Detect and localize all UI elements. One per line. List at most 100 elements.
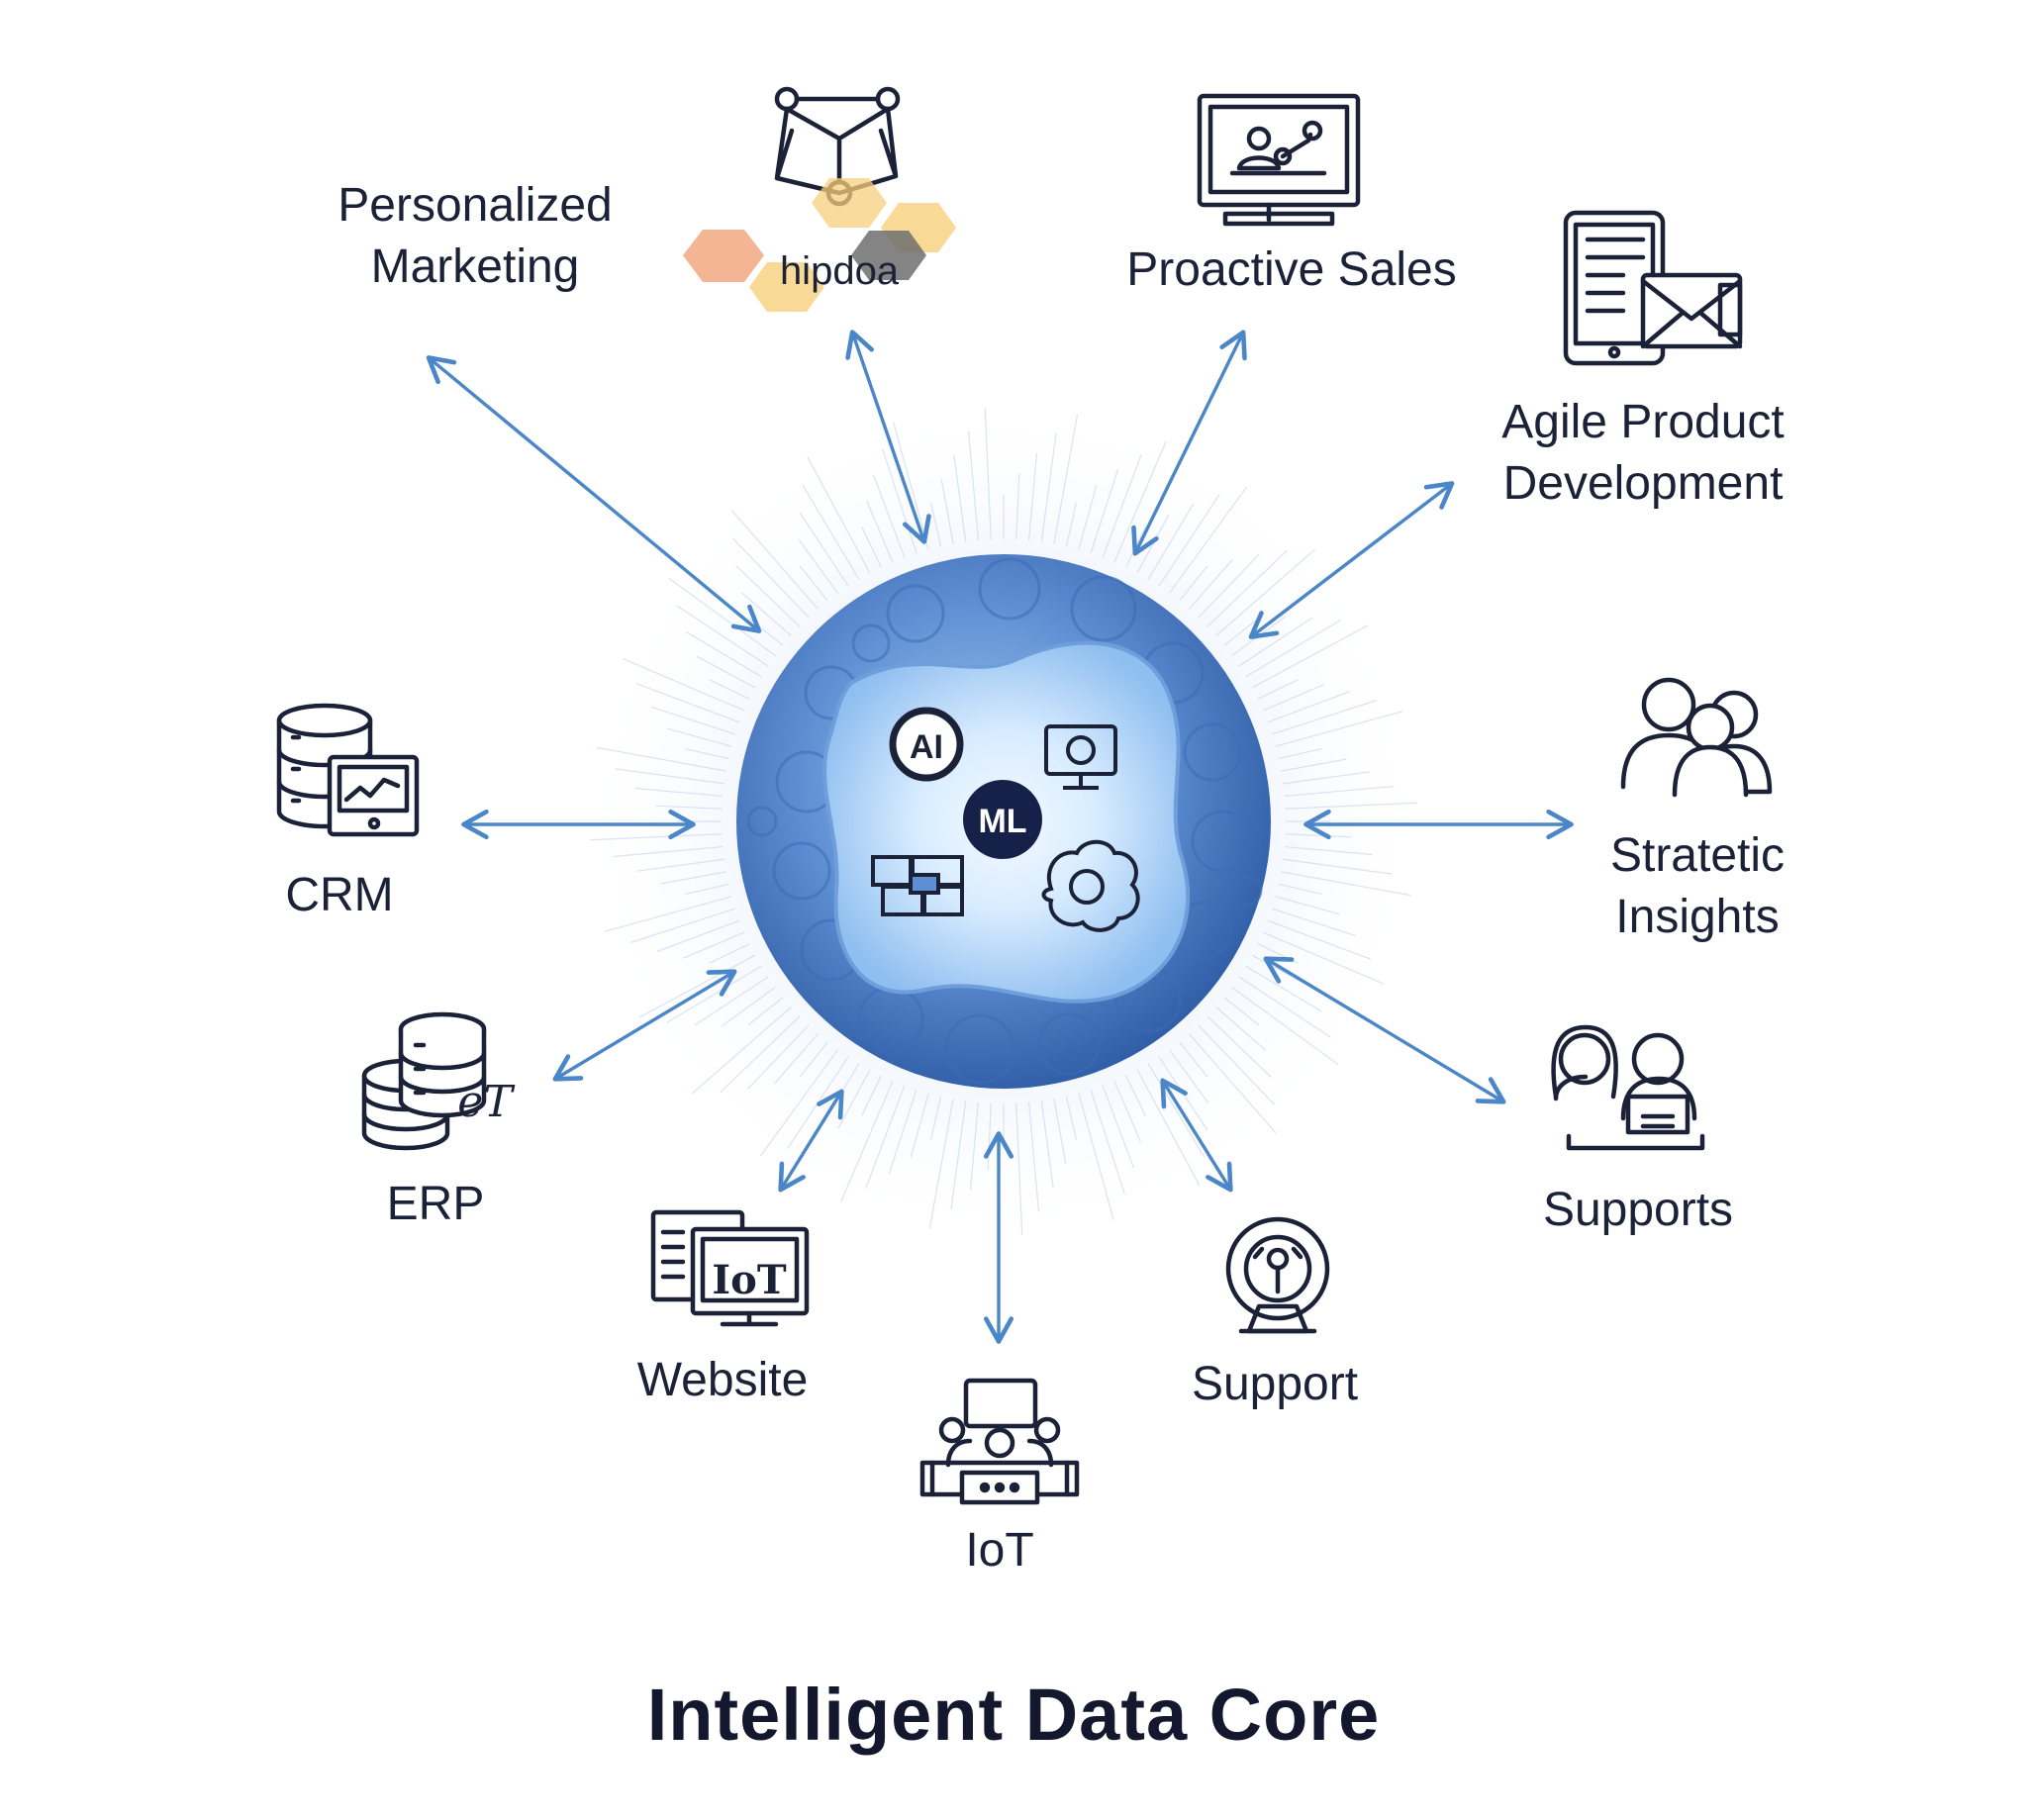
arrow-website: [778, 1089, 844, 1193]
core-ray: [747, 1024, 810, 1090]
core-ray: [1283, 771, 1371, 785]
core-ray: [685, 883, 729, 896]
monitor-chart-icon: [1197, 93, 1361, 227]
arrow-erp: [552, 969, 737, 1082]
label-supports: Supports: [1542, 1184, 1734, 1236]
database-stack-label: eT: [457, 1077, 516, 1127]
core-ray: [1284, 845, 1373, 856]
core-ray: [651, 706, 736, 735]
core-ray: [1113, 1080, 1141, 1142]
core-ray: [910, 1093, 929, 1158]
core-ray: [1027, 1102, 1040, 1212]
core-ray: [696, 655, 756, 689]
core-ray: [615, 768, 724, 785]
core-ray: [1281, 758, 1347, 772]
core-ray: [667, 727, 732, 747]
core-ray: [1262, 684, 1324, 712]
iot-monitor-label: IoT: [712, 1257, 786, 1303]
core-ray: [1267, 919, 1371, 960]
database-stack-icon: eT: [361, 1011, 516, 1151]
core-ray: [984, 408, 992, 540]
iot-workstation-icon: [919, 1378, 1080, 1505]
core-ray: [604, 896, 732, 932]
core-ray: [596, 746, 726, 772]
core-ray: [950, 1101, 967, 1210]
label-agile-product-development: Agile Product Development: [1501, 396, 1785, 510]
core-ray: [840, 1080, 894, 1202]
database-chart-icon: [276, 703, 420, 837]
core-ray: [1125, 1075, 1146, 1116]
core-ray: [969, 1102, 980, 1191]
connector-arrows: [426, 330, 1574, 1344]
core-ray: [636, 858, 724, 872]
arrow-personalized-marketing: [426, 355, 762, 633]
core-ray: [1078, 485, 1098, 550]
core-ray: [1198, 1024, 1276, 1105]
label-website: Website: [636, 1354, 809, 1406]
core-ray: [1053, 1099, 1067, 1165]
core-ray: [888, 1089, 917, 1174]
core-ray: [1090, 469, 1119, 554]
arrow-agile-product-development: [1248, 481, 1455, 639]
headset-target-icon: [1225, 1216, 1330, 1334]
core-brain-icon: [1041, 839, 1140, 932]
core-ray: [799, 1041, 828, 1078]
core-ray: [630, 908, 736, 943]
core-ray: [807, 456, 871, 574]
core-ray: [1275, 711, 1403, 747]
label-support: Support: [1191, 1358, 1359, 1410]
core-ray: [1027, 452, 1038, 541]
core-ray: [656, 919, 740, 952]
core-ray: [1284, 785, 1395, 798]
core-ray: [1040, 432, 1057, 542]
core-ray: [861, 1075, 882, 1116]
core-ray: [929, 1096, 942, 1140]
arrow-support: [1160, 1078, 1233, 1193]
ai-badge: AI: [889, 707, 964, 782]
arrow-proactive-sales: [1131, 330, 1247, 556]
core-ray: [802, 484, 860, 580]
core-ray: [1078, 1093, 1114, 1221]
core-ray: [773, 1033, 819, 1085]
core-ray: [940, 478, 954, 544]
core-ray: [1285, 802, 1417, 810]
core-ray: [1283, 858, 1393, 875]
hubspot-label: hipdoa: [780, 249, 900, 293]
core-ray: [685, 630, 762, 678]
core-ray: [1257, 679, 1299, 700]
core-ray: [660, 871, 726, 885]
core-ray: [1207, 1015, 1272, 1078]
iot-monitor-icon: IoT: [650, 1209, 810, 1327]
core-ray: [1281, 871, 1411, 897]
core-ray: [747, 997, 784, 1026]
core-puzzle-icon: [871, 855, 964, 916]
core-ray: [1179, 565, 1208, 602]
hexagon-logo-icon: [683, 178, 956, 312]
core-ray: [929, 503, 942, 547]
ml-badge-label: ML: [978, 803, 1026, 840]
label-iot: IoT: [965, 1524, 1034, 1577]
label-proactive-sales: Proactive Sales: [1126, 243, 1457, 296]
core-ray: [798, 538, 838, 594]
core-ray: [709, 679, 750, 700]
core-ray: [1102, 1085, 1134, 1169]
core-ray: [1275, 896, 1340, 915]
core-ray: [1090, 1089, 1125, 1195]
core-ray: [613, 845, 724, 858]
core-ray: [634, 787, 724, 798]
label-personalized-marketing: Personalized Marketing: [338, 179, 613, 293]
ai-badge-label: AI: [910, 728, 943, 766]
core-ray: [685, 747, 729, 760]
people-group-icon: [1620, 677, 1773, 798]
core-ray: [655, 805, 723, 810]
core-ray: [1053, 414, 1079, 544]
core-ray: [799, 565, 828, 602]
tablet-mail-icon: [1563, 210, 1743, 366]
core-ray: [1271, 908, 1356, 937]
core-ray: [865, 1085, 906, 1189]
core-ray: [1015, 473, 1020, 540]
core-ray: [1015, 1102, 1023, 1235]
core-ray: [1267, 691, 1351, 723]
core-ray: [953, 454, 967, 542]
ml-badge: ML: [963, 780, 1042, 859]
